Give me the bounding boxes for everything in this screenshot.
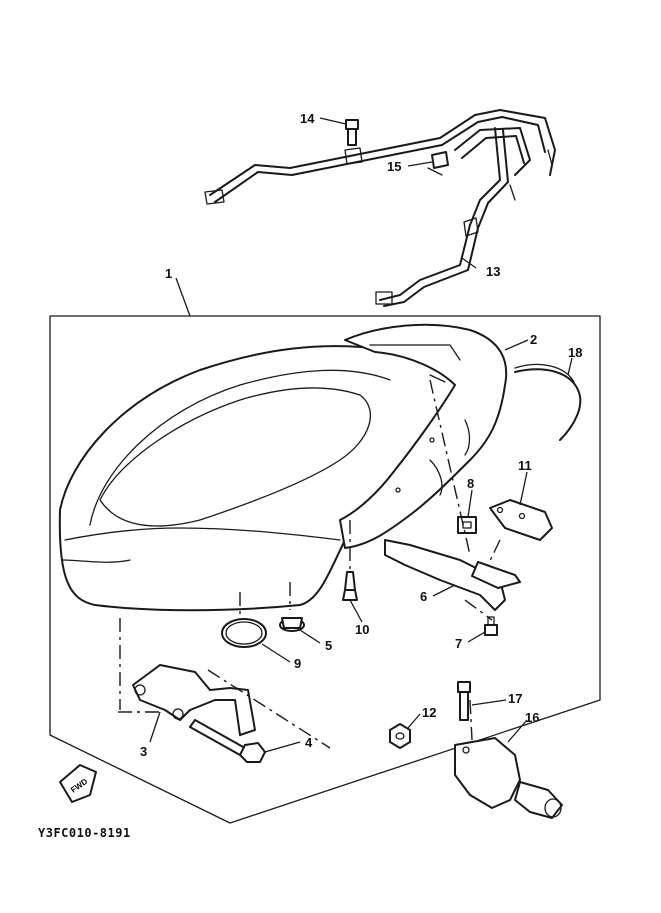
damper-5 — [279, 617, 305, 632]
assembly-frame — [49, 315, 601, 824]
fastener-10 — [342, 571, 358, 601]
callout-1: 1 — [165, 266, 172, 281]
callout-2: 2 — [530, 332, 537, 347]
callout-10: 10 — [355, 622, 369, 637]
callout-4: 4 — [305, 735, 313, 750]
fwd-arrow-icon: FWD — [59, 764, 97, 803]
bracket-11 — [489, 499, 553, 541]
cable-18 — [514, 368, 582, 441]
o-ring-9 — [221, 618, 267, 648]
callout-14: 14 — [300, 111, 315, 126]
rear-cowl — [339, 323, 508, 549]
callout-5: 5 — [325, 638, 332, 653]
seat-lock-assy — [454, 737, 563, 819]
callout-9: 9 — [294, 656, 301, 671]
hinge-3 — [132, 664, 256, 736]
callout-18: 18 — [568, 345, 582, 360]
callout-16: 16 — [525, 710, 539, 725]
callout-6: 6 — [420, 589, 427, 604]
rear-carrier — [204, 109, 556, 307]
nut-12 — [389, 723, 411, 749]
bolt-14 — [345, 119, 359, 146]
callout-17: 17 — [508, 691, 522, 706]
callout-3: 3 — [140, 744, 147, 759]
callout-15: 15 — [387, 159, 401, 174]
callout-11: 11 — [518, 458, 532, 473]
nut-15 — [427, 151, 449, 176]
clip-8 — [457, 516, 477, 534]
callout-13: 13 — [486, 264, 500, 279]
leader-lines — [149, 117, 573, 753]
bolt-17 — [457, 681, 471, 721]
callout-8: 8 — [467, 476, 474, 491]
seat-lock-latch — [384, 539, 521, 611]
callout-12: 12 — [422, 705, 436, 720]
diagram-code: Y3FC010-8191 — [38, 826, 131, 840]
assembly-lines — [118, 379, 501, 749]
screw-7 — [484, 616, 498, 636]
seat — [58, 345, 461, 612]
bolt-4 — [189, 719, 266, 763]
callout-7: 7 — [455, 636, 462, 651]
